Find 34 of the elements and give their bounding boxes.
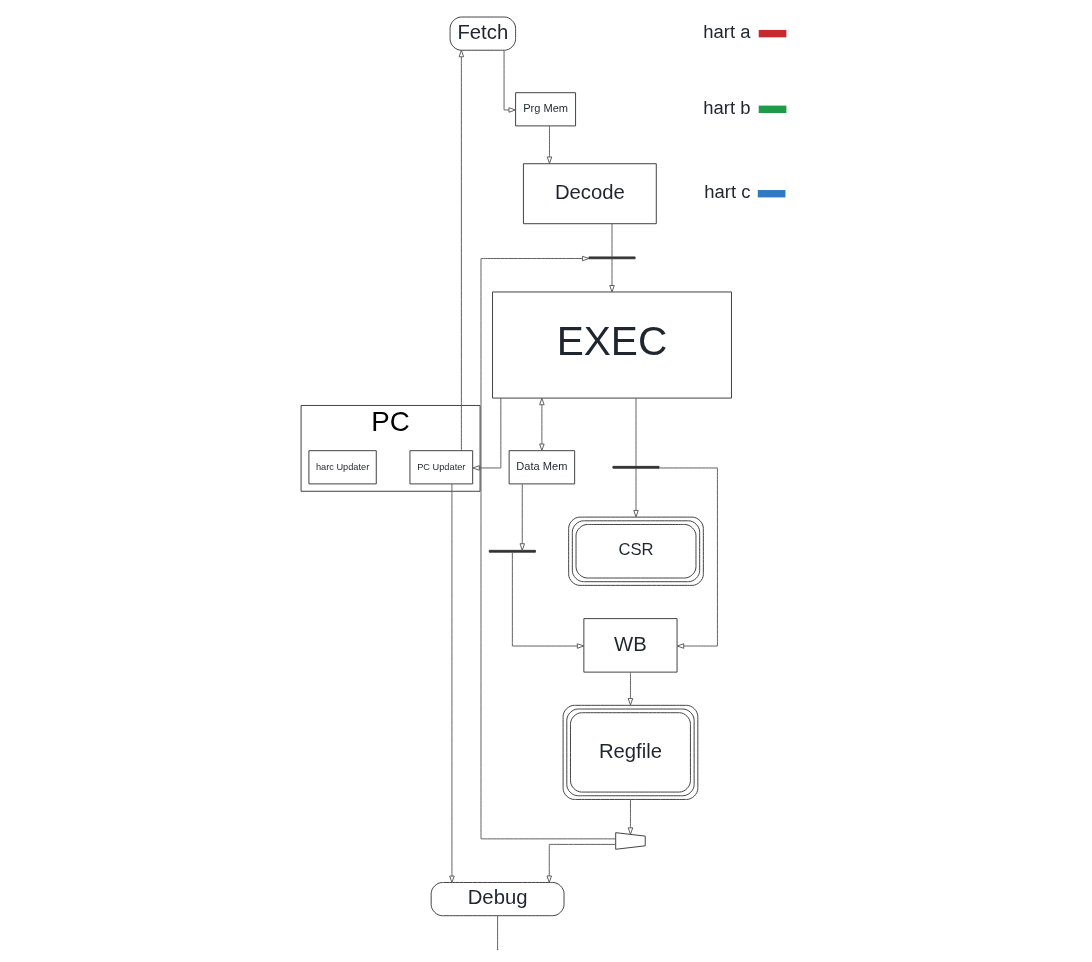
node-box: WB [582,618,677,673]
connector [496,915,498,950]
arrow [511,551,584,649]
connector [635,397,636,467]
arrow [627,671,633,706]
node-box: harc Updater [307,450,377,485]
arrow [632,467,639,518]
arrow [538,397,545,451]
legend-label: hart b [702,96,751,118]
node-bar [588,256,636,260]
legend-label: hart c [703,181,750,203]
node-bar [488,549,536,553]
legend-label: hart a [702,21,751,43]
arrow [480,255,616,840]
arrow [458,49,464,451]
node-bar [611,465,659,469]
node-box: PC Updater [409,450,473,485]
arrow [608,258,615,293]
node-box: Fetch [449,16,516,51]
node-box: Prg Mem [514,92,576,127]
node-box: Data Mem [508,450,575,485]
arrow [627,799,633,835]
arrow [546,125,552,164]
node-box: Decode [522,163,657,225]
node-box: Debug [430,882,564,917]
arrow [471,397,501,471]
connector [611,223,612,258]
arrow [519,483,525,551]
arrow [658,467,718,649]
node-box: EXEC [491,291,732,399]
arrow [503,50,516,113]
arrow [448,483,455,883]
node-trapezoid [614,832,646,850]
arrow [546,843,616,883]
